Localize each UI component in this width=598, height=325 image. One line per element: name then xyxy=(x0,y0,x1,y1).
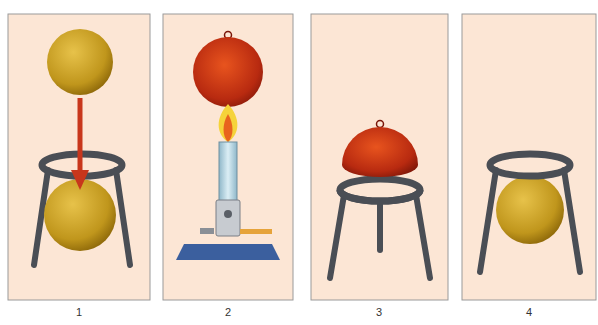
panel-number: 1 xyxy=(69,306,89,318)
panel-number: 4 xyxy=(519,306,539,318)
panel-number: 2 xyxy=(218,306,238,318)
panel-number: 3 xyxy=(369,306,389,318)
